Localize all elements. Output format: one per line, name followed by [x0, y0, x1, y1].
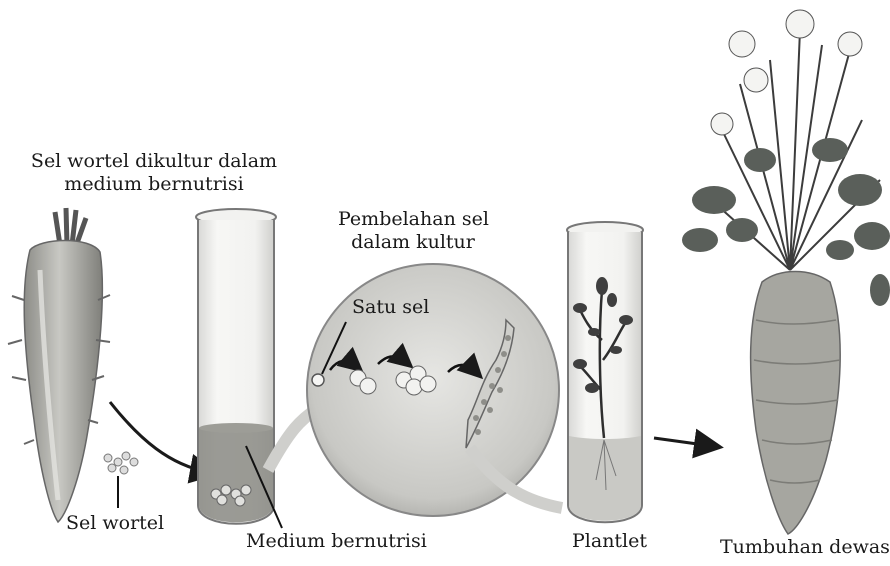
label-line: dalam kultur	[338, 231, 488, 254]
label-line: medium bernutrisi	[20, 173, 288, 196]
label-single-cell: Satu sel	[352, 296, 429, 319]
arrow-to-tube	[110, 402, 208, 472]
plantlet-tube-icon	[567, 222, 643, 522]
test-tube-icon	[196, 209, 282, 528]
label-cell-division: Pembelahan sel dalam kultur	[338, 208, 488, 254]
label-carrot-cells: Sel wortel	[66, 512, 164, 535]
label-line: Sel wortel dikultur dalam	[20, 150, 288, 173]
label-nutrient-medium: Medium bernutrisi	[246, 530, 427, 553]
mature-carrot-plant-icon	[682, 10, 890, 534]
label-plantlet: Plantlet	[572, 530, 647, 553]
label-line: Pembelahan sel	[338, 208, 488, 231]
carrot-root-icon	[8, 208, 110, 522]
cell-culture-circle-icon	[307, 264, 559, 516]
arrow-to-mature	[654, 438, 712, 446]
label-carrot-cells-cultured: Sel wortel dikultur dalam medium bernutr…	[20, 150, 288, 196]
label-mature-plant: Tumbuhan dewasa	[720, 536, 890, 559]
carrot-cells-icon	[104, 452, 138, 508]
